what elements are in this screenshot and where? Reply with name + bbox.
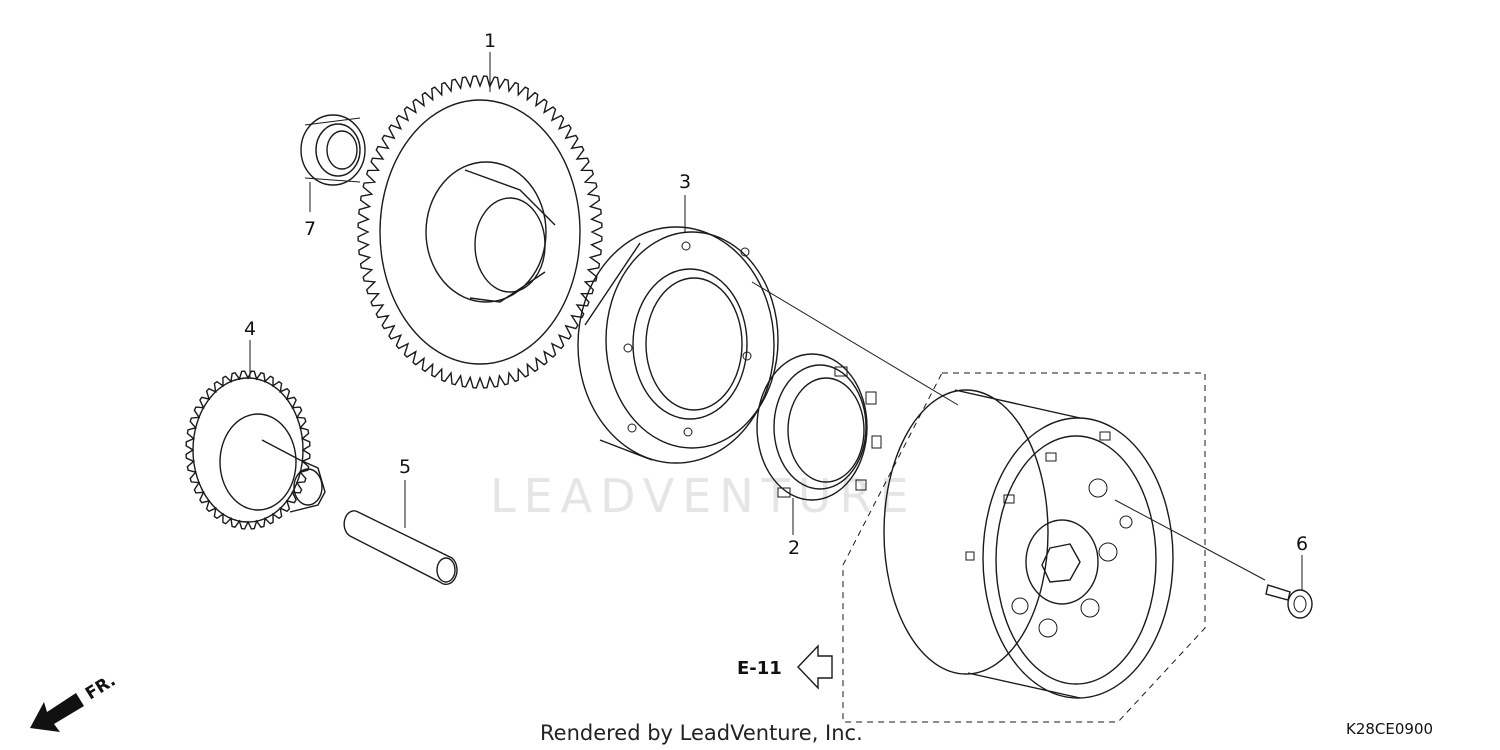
flange-bolt[interactable] (1265, 584, 1313, 619)
callout-1: 1 (484, 30, 496, 52)
front-direction-indicator: FR. (30, 671, 119, 732)
reference-link-e11[interactable]: E-11 (737, 644, 833, 690)
callout-6: 6 (1296, 533, 1308, 555)
render-credit: Rendered by LeadVenture, Inc. (540, 721, 863, 745)
callout-2: 2 (788, 537, 800, 559)
hollow-arrow-icon (797, 644, 833, 690)
callout-leaders (249, 52, 1303, 590)
gear-tooth-outline (357, 75, 603, 389)
assembly-line (751, 281, 959, 406)
reference-label: E-11 (737, 658, 782, 679)
callout-5: 5 (399, 456, 411, 478)
front-label: FR. (82, 671, 119, 705)
watermark-logo: LEADVENTURE (490, 469, 917, 523)
callout-4: 4 (244, 318, 256, 340)
needle-bearing[interactable] (300, 114, 366, 186)
flywheel-rotor (842, 372, 1206, 723)
callout-7: 7 (304, 218, 316, 240)
starter-reduction-gear[interactable] (185, 370, 326, 530)
gear-tooth-outline (185, 370, 311, 530)
starter-clutch-outer[interactable] (577, 226, 779, 464)
assembly-line (1114, 499, 1266, 581)
watermark-text: LEADVENTURE (490, 469, 917, 523)
reduction-gear-shaft[interactable] (343, 510, 458, 585)
callout-3: 3 (679, 171, 691, 193)
front-arrow-icon (30, 693, 84, 732)
gear-teeth (185, 370, 311, 530)
starter-driven-gear[interactable] (357, 75, 603, 389)
gear-teeth (357, 75, 603, 389)
one-way-clutch[interactable] (756, 353, 882, 501)
diagram-code: K28CE0900 (1346, 720, 1433, 738)
